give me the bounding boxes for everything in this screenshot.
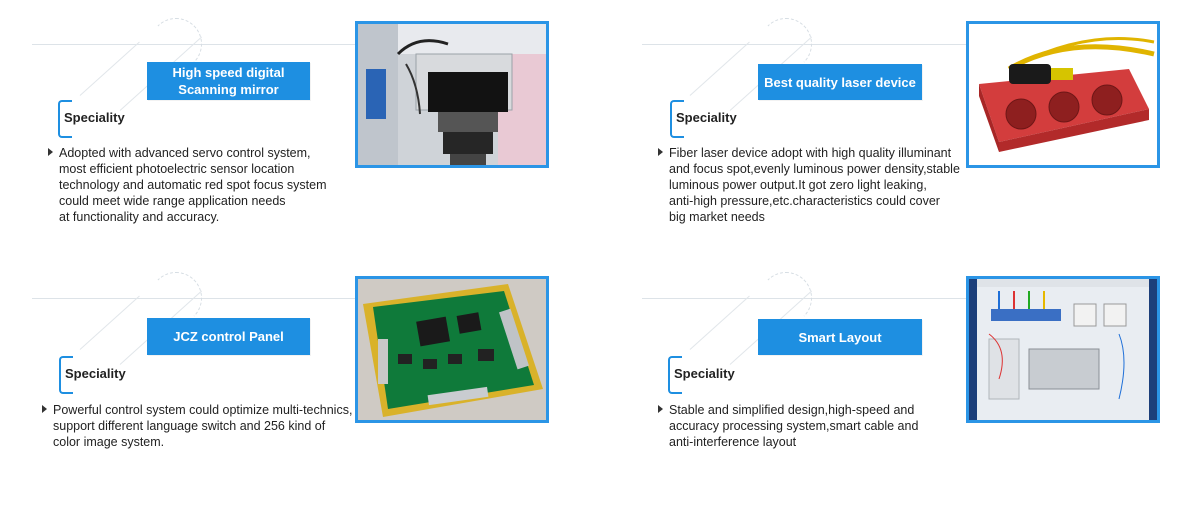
speciality-tag: Speciality	[59, 356, 149, 394]
description-line: most efficient photoelectric sensor loca…	[59, 162, 295, 176]
feature-description: Fiber laser device adopt with high quali…	[658, 145, 960, 225]
feature-title-line: Best quality laser device	[764, 74, 916, 90]
speciality-tag: Speciality	[668, 356, 758, 394]
description-line: anti-high pressure,etc.characteristics c…	[669, 194, 940, 208]
speciality-bracket	[59, 356, 73, 394]
description-line: accuracy processing system,smart cable a…	[669, 419, 919, 433]
decorative-arc	[150, 272, 202, 324]
decorative-arc	[760, 272, 812, 324]
speciality-bracket	[668, 356, 682, 394]
feature-card-laser-device: Best quality laser device Speciality Fib…	[610, 0, 1200, 254]
bullet-arrow-icon	[48, 148, 53, 156]
bullet-arrow-icon	[658, 148, 663, 156]
feature-card-smart-layout: Smart Layout Speciality Stable and simpl…	[610, 254, 1200, 508]
speciality-tag: Speciality	[58, 100, 148, 138]
description-line: Adopted with advanced servo control syst…	[59, 146, 311, 160]
feature-title: Best quality laser device	[758, 64, 922, 100]
bullet-arrow-icon	[658, 405, 663, 413]
description-line: support different language switch and 25…	[53, 419, 326, 433]
feature-title: High speed digital Scanning mirror	[147, 62, 310, 100]
speciality-label: Speciality	[65, 366, 126, 381]
feature-description: Stable and simplified design,high-speed …	[658, 402, 919, 450]
decorative-line	[689, 41, 750, 96]
description-line: at functionality and accuracy.	[59, 210, 220, 224]
feature-title-line: Smart Layout	[798, 329, 882, 345]
description-line: Fiber laser device adopt with high quali…	[669, 146, 952, 160]
decorative-line	[79, 41, 140, 96]
description-line: and focus spot,evenly luminous power den…	[669, 162, 960, 176]
speciality-label: Speciality	[64, 110, 125, 125]
description-line: technology and automatic red spot focus …	[59, 178, 327, 192]
feature-card-scanning-mirror: High speed digital Scanning mirror Speci…	[0, 0, 600, 254]
scanning-mirror-photo	[355, 21, 549, 168]
feature-description: Adopted with advanced servo control syst…	[48, 145, 327, 225]
feature-card-control-panel: JCZ control Panel Speciality Powerful co…	[0, 254, 600, 508]
feature-title-line: High speed digital	[172, 65, 285, 80]
speciality-bracket	[58, 100, 72, 138]
description-line: Powerful control system could optimize m…	[53, 403, 353, 417]
decorative-arc	[760, 18, 812, 70]
description-line: luminous power output.It got zero light …	[669, 178, 927, 192]
speciality-label: Speciality	[676, 110, 737, 125]
description-line: color image system.	[53, 435, 165, 449]
description-line: could meet wide range application needs	[59, 194, 286, 208]
decorative-arc	[150, 18, 202, 70]
feature-title-line: JCZ control Panel	[173, 329, 284, 344]
laser-source-photo	[966, 21, 1160, 168]
description-line: anti-interference layout	[669, 435, 797, 449]
feature-title-line: Scanning mirror	[178, 82, 279, 97]
bullet-arrow-icon	[42, 405, 47, 413]
feature-title: Smart Layout	[758, 319, 922, 355]
speciality-tag: Speciality	[670, 100, 760, 138]
feature-description: Powerful control system could optimize m…	[42, 402, 353, 450]
decorative-line	[689, 295, 750, 350]
electrical-cabinet-photo	[966, 276, 1160, 423]
decorative-line	[79, 295, 140, 350]
description-line: Stable and simplified design,high-speed …	[669, 403, 915, 417]
speciality-bracket	[670, 100, 684, 138]
feature-title: JCZ control Panel	[147, 318, 310, 355]
speciality-label: Speciality	[674, 366, 735, 381]
control-board-photo	[355, 276, 549, 423]
description-line: big market needs	[669, 210, 765, 224]
